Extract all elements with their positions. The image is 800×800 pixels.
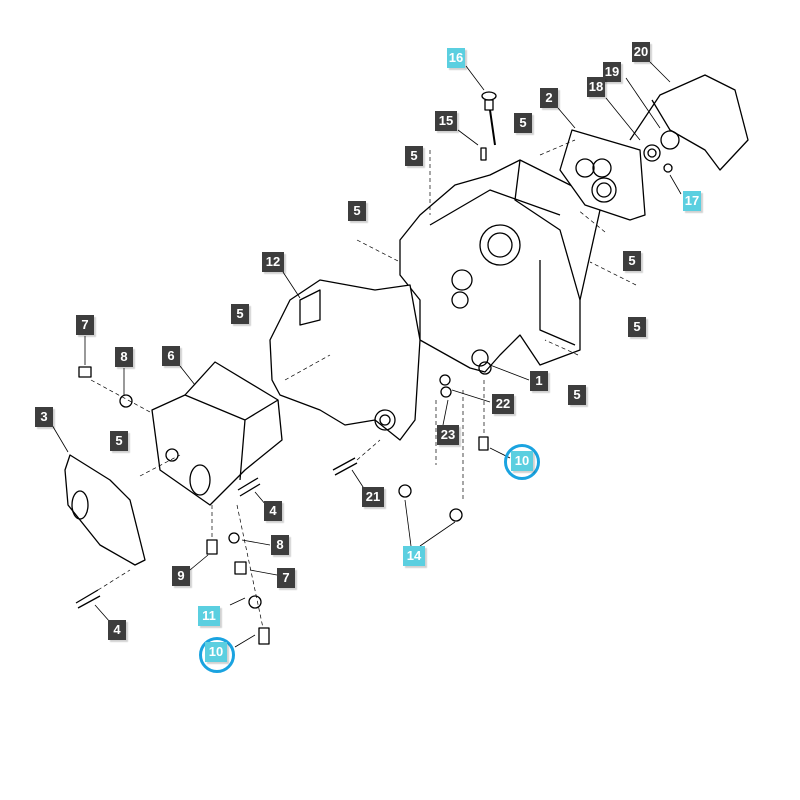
callout-5[interactable]: 5 <box>110 431 128 451</box>
callout-8[interactable]: 8 <box>271 535 289 555</box>
o-ring-part-23 <box>439 374 451 386</box>
seal-part-14 <box>398 484 412 498</box>
bolt-part-21 <box>332 457 358 476</box>
plug-part-10 <box>478 436 489 451</box>
washer-part-8 <box>228 532 240 544</box>
callout-22[interactable]: 22 <box>492 394 514 414</box>
callout-20[interactable]: 20 <box>632 42 650 62</box>
plug-part-7 <box>78 366 92 378</box>
bolt-part-4 <box>75 589 101 609</box>
callout-12[interactable]: 12 <box>262 252 284 272</box>
highlight-ring <box>199 637 235 673</box>
callout-6[interactable]: 6 <box>162 346 180 366</box>
housing-part-12 <box>269 279 421 441</box>
plug-part-7 <box>234 561 247 575</box>
assembly-lines <box>90 139 637 629</box>
callout-15[interactable]: 15 <box>435 111 457 131</box>
pin-part-15 <box>480 147 487 161</box>
callout-5[interactable]: 5 <box>623 251 641 271</box>
callout-21[interactable]: 21 <box>362 487 384 507</box>
callout-4[interactable]: 4 <box>108 620 126 640</box>
callout-5[interactable]: 5 <box>568 385 586 405</box>
cover-part-3 <box>64 454 146 566</box>
callout-5[interactable]: 5 <box>348 201 366 221</box>
leader-lines <box>51 61 682 648</box>
callout-11[interactable]: 11 <box>198 606 220 626</box>
callout-7[interactable]: 7 <box>76 315 94 335</box>
callout-5[interactable]: 5 <box>514 113 532 133</box>
callout-7[interactable]: 7 <box>277 568 295 588</box>
callout-8[interactable]: 8 <box>115 347 133 367</box>
bolt-part-4 <box>237 477 261 497</box>
o-ring-part-22 <box>440 386 452 398</box>
dipstick-part-16 <box>480 91 497 161</box>
callout-10[interactable]: 10 <box>511 451 533 471</box>
callout-19[interactable]: 19 <box>603 62 621 82</box>
callout-14[interactable]: 14 <box>403 546 425 566</box>
washer-part-8 <box>119 394 133 408</box>
plug-part-10 <box>258 627 270 645</box>
callout-4[interactable]: 4 <box>264 501 282 521</box>
main-housing-part-1 <box>399 159 601 375</box>
callout-5[interactable]: 5 <box>231 304 249 324</box>
callout-2[interactable]: 2 <box>540 88 558 108</box>
small-fasteners <box>75 366 489 645</box>
callout-5[interactable]: 5 <box>405 146 423 166</box>
callout-5[interactable]: 5 <box>628 317 646 337</box>
callout-16[interactable]: 16 <box>447 48 465 68</box>
callout-18[interactable]: 18 <box>587 77 605 97</box>
washer-part-11 <box>248 595 262 609</box>
callout-10[interactable]: 10 <box>205 642 227 662</box>
shield-part-20 <box>629 74 749 173</box>
highlight-ring <box>504 444 540 480</box>
callout-23[interactable]: 23 <box>437 425 459 445</box>
callout-17[interactable]: 17 <box>683 191 701 211</box>
seal-part-14 <box>449 508 463 522</box>
cover-part-2 <box>559 129 646 221</box>
bolt-part-9 <box>206 539 218 555</box>
callout-1[interactable]: 1 <box>530 371 548 391</box>
callout-3[interactable]: 3 <box>35 407 53 427</box>
callout-9[interactable]: 9 <box>172 566 190 586</box>
housing-part-6 <box>151 361 283 506</box>
